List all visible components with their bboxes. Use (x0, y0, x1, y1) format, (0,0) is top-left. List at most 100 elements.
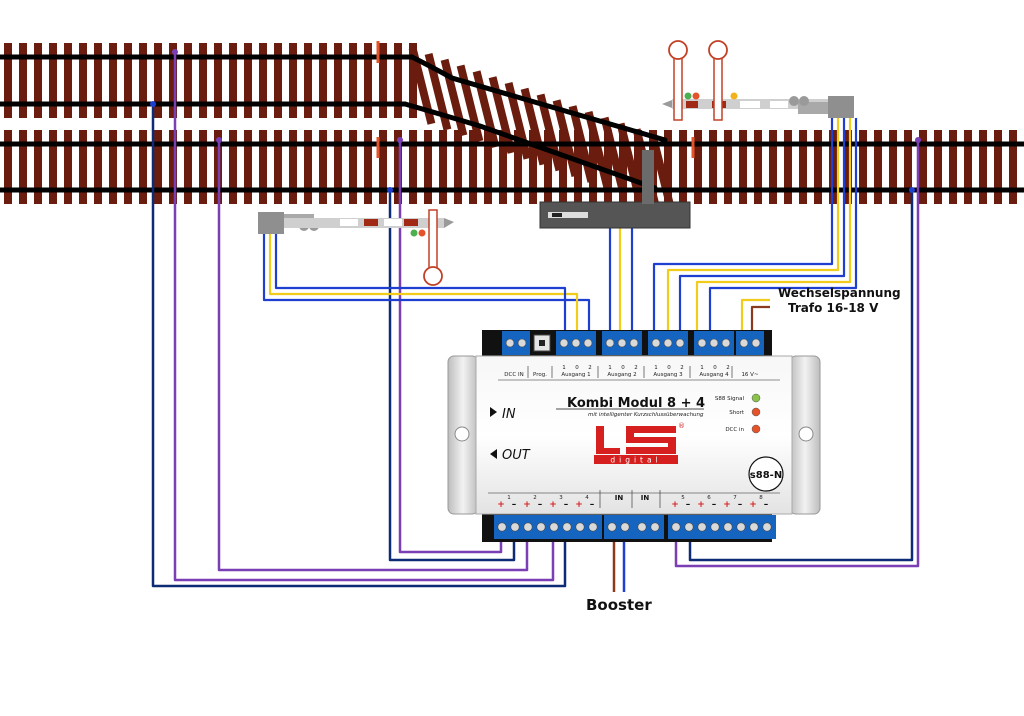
plus-marker: + (697, 500, 705, 510)
sleeper (409, 130, 417, 204)
sleeper (259, 43, 267, 118)
sleeper (109, 130, 117, 204)
logo-subtext: digital (610, 456, 661, 465)
pin-code: 2 (726, 365, 730, 371)
sleeper (949, 130, 957, 204)
module-subtitle: mit intelligenter Kurzschlussüberwachung (588, 412, 704, 418)
minus-marker: – (738, 500, 743, 510)
terminal-screw (571, 338, 581, 348)
sleeper (739, 130, 747, 204)
terminal-screw (536, 522, 546, 532)
s88-label: s88-N (750, 470, 782, 481)
pin-code: 2 (680, 365, 684, 371)
wire-navy-track-feed-2 (388, 190, 516, 562)
minus-marker: – (764, 500, 769, 510)
terminal-screw (523, 522, 533, 532)
terminal-screw (736, 522, 746, 532)
terminal-screw (751, 338, 761, 348)
terminal-screw (575, 522, 585, 532)
sleeper (574, 130, 582, 204)
sleeper (199, 130, 207, 204)
plus-marker: + (575, 500, 583, 510)
sleeper (349, 130, 357, 204)
sleeper (544, 130, 552, 204)
wire-navy-right-feed (688, 190, 914, 562)
sleeper (184, 43, 192, 118)
top-terminal-blocks (502, 331, 764, 355)
bottom-terminal-blocks (494, 515, 776, 539)
sleeper (724, 130, 732, 204)
module-title: Kombi Modul 8 + 4 (567, 396, 705, 411)
sleeper (169, 43, 177, 118)
upper-track-sleepers (4, 43, 417, 118)
input-arrow-icon (490, 407, 497, 417)
terminal-screw (671, 522, 681, 532)
channel-number: 8 (759, 495, 763, 501)
sleeper (484, 130, 492, 204)
status-leds: S88 Signal Short DCC in (715, 393, 761, 434)
sleeper (214, 43, 222, 118)
terminal-screw (637, 522, 647, 532)
output-arrow-icon (490, 449, 497, 459)
sleeper (139, 43, 147, 118)
terminal-screw (510, 522, 520, 532)
sleeper (919, 130, 927, 204)
sleeper (559, 130, 567, 204)
input-label: IN (502, 407, 516, 422)
sleeper (139, 130, 147, 204)
terminal-screw (749, 522, 759, 532)
sleeper (394, 43, 402, 118)
terminal-screw (497, 522, 507, 532)
signal-right (662, 40, 854, 121)
pin-code: 0 (713, 365, 717, 371)
sleeper (844, 130, 852, 204)
wire-signal-left-blue-1 (262, 232, 591, 330)
sleeper (364, 43, 372, 118)
wire-purple-right-feed (674, 140, 920, 568)
sleeper (4, 43, 12, 118)
led-label-dcc: DCC in (725, 427, 744, 433)
minus-marker: – (712, 500, 717, 510)
connection-point (909, 187, 915, 193)
channel-number: 4 (585, 495, 589, 501)
pin-code: 2 (634, 365, 638, 371)
logo-text: LS (0, 0, 2, 1)
terminal-screw (605, 338, 615, 348)
sleeper (694, 130, 702, 204)
sleeper (424, 130, 432, 204)
sleeper (994, 130, 1002, 204)
sleeper (304, 130, 312, 204)
led-s88-signal (751, 393, 761, 403)
sleeper (169, 130, 177, 204)
sleeper (364, 130, 372, 204)
terminal-screw (663, 338, 673, 348)
connection-point (150, 101, 156, 107)
booster-in-label: IN (615, 494, 624, 502)
top-terminal-label: Prog. (533, 372, 547, 378)
terminal-screw (517, 338, 527, 348)
terminal-screw (675, 338, 685, 348)
sleeper (469, 130, 477, 204)
sleeper (454, 130, 462, 204)
terminal-screw (739, 338, 749, 348)
sleeper (274, 130, 282, 204)
led-label-s88: S88 Signal (715, 396, 745, 402)
terminal-screw (762, 522, 772, 532)
connection-point (387, 187, 393, 193)
sleeper (814, 130, 822, 204)
sleeper (408, 47, 436, 125)
terminal-screw (651, 338, 661, 348)
sleeper (19, 43, 27, 118)
sleeper (319, 43, 327, 118)
pin-code: 0 (621, 365, 625, 371)
minus-marker: – (512, 500, 517, 510)
sleeper (4, 130, 12, 204)
plus-marker: + (523, 500, 531, 510)
terminal-screw (620, 522, 630, 532)
signal-left (258, 209, 454, 286)
sleeper (229, 130, 237, 204)
sleeper (499, 130, 507, 204)
turnout-curved-rail-inner (402, 101, 658, 191)
